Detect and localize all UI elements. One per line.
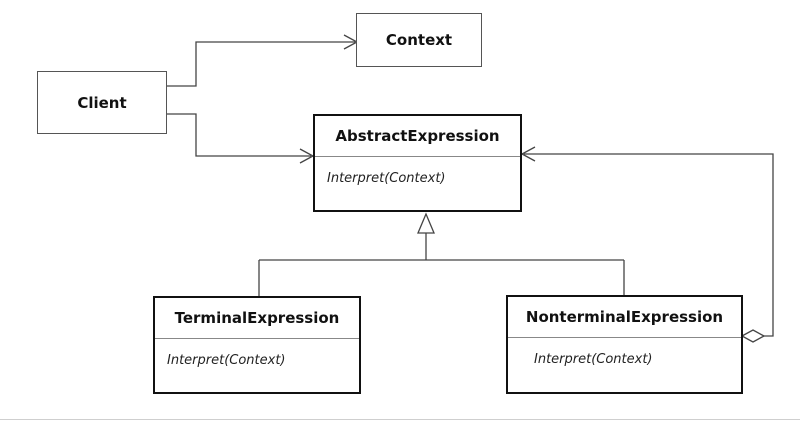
aggregation-arrowhead [520,146,536,162]
abstract-expression-class: AbstractExpression Interpret(Context) [313,114,522,212]
context-label: Context [385,31,453,49]
client-context-association [167,41,355,87]
terminal-expression-class: TerminalExpression Interpret(Context) [153,296,361,394]
abstract-expression-operation: Interpret(Context) [327,171,446,186]
aggregation-diamond [740,329,766,343]
terminal-expression-operation: Interpret(Context) [167,353,286,368]
context-box: Context [356,13,482,67]
terminal-expression-name: TerminalExpression [155,298,359,339]
client-abstractexpression-association [167,113,311,157]
aggregation-line [524,153,774,337]
nonterminal-expression-name: NonterminalExpression [508,297,741,338]
bottom-divider [0,419,800,420]
inheritance-triangle [417,212,435,234]
nonterminal-expression-class: NonterminalExpression Interpret(Context) [506,295,743,394]
client-box: Client [37,71,167,134]
nonterminal-expression-operation: Interpret(Context) [534,352,653,367]
abstract-expression-name: AbstractExpression [315,116,520,157]
client-label: Client [77,93,127,112]
